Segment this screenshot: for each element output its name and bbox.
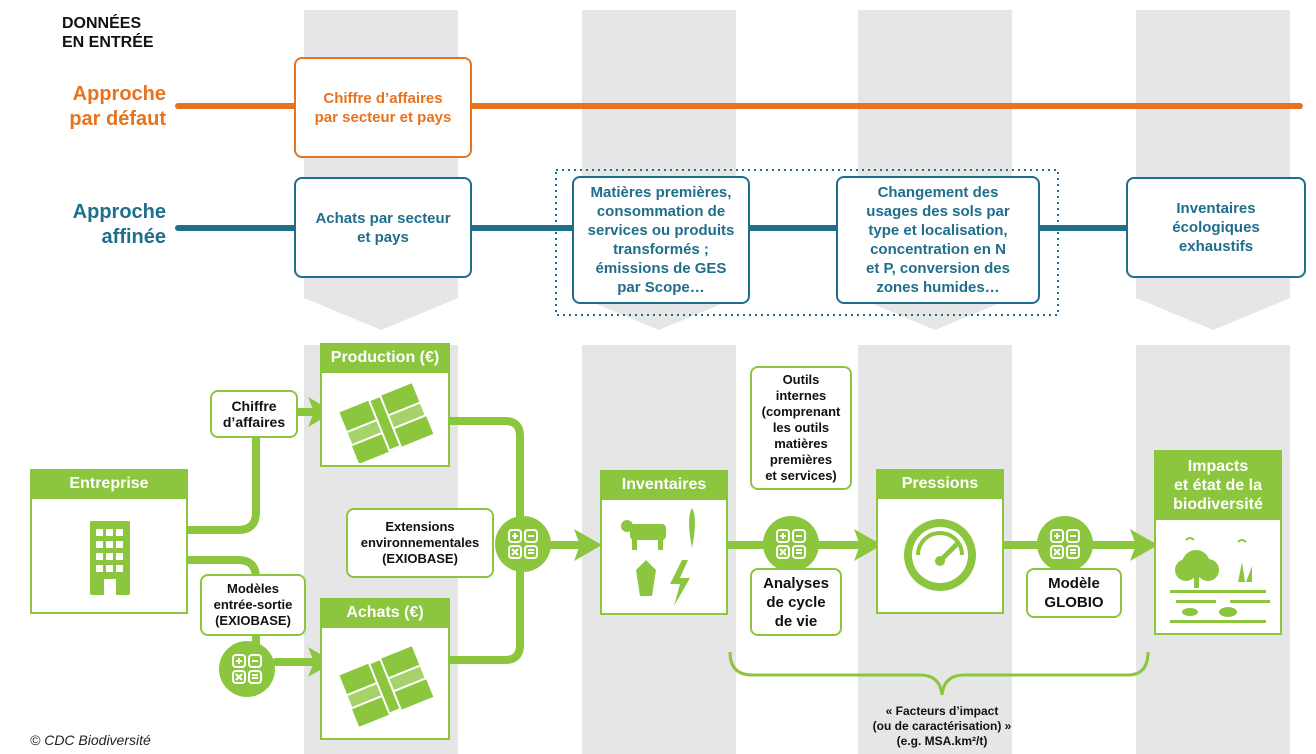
- calculator-icon: [763, 516, 819, 572]
- copyright: © CDC Biodiversité: [30, 732, 151, 748]
- default-revenue-box: Chiffre d’affaires par secteur et pays: [294, 57, 472, 158]
- lca-box: Analyses de cycle de vie: [750, 568, 842, 636]
- environmental-extensions-box: Extensions environnementales (EXIOBASE): [346, 508, 494, 578]
- impact-factors-label: « Facteurs d’impact (ou de caractérisati…: [872, 704, 1012, 748]
- default-approach-label: Approche par défaut: [69, 83, 166, 130]
- building-icon: [90, 521, 130, 595]
- ecosystem-icon: [1170, 537, 1270, 623]
- calculator-icon: [1037, 516, 1093, 572]
- impacts-panel: [1154, 520, 1282, 635]
- entreprise-panel: [30, 499, 188, 614]
- internal-tools-box: Outils internes (comprenant les outils m…: [750, 366, 852, 490]
- calculator-icon: [219, 641, 275, 697]
- refined-approach-label: Approche affinée: [72, 201, 166, 248]
- pressures-header: Pressions: [876, 469, 1004, 499]
- inputs-header: DONNÉES EN ENTRÉE: [62, 15, 154, 51]
- refined-inventories-box: Inventaires écologiques exhaustifs: [1126, 177, 1306, 278]
- refined-land-use-box: Changement des usages des sols par type …: [836, 176, 1040, 304]
- resources-icon: [621, 508, 695, 606]
- purchases-header: Achats (€): [320, 598, 450, 628]
- pressures-panel: [876, 499, 1004, 614]
- refined-purchases-box: Achats par secteur et pays: [294, 177, 472, 278]
- production-header: Production (€): [320, 343, 450, 373]
- gauge-icon: [904, 519, 976, 591]
- production-panel: [320, 373, 450, 467]
- io-models-box: Modèles entrée-sortie (EXIOBASE): [200, 574, 306, 636]
- calculator-icon: [495, 516, 551, 572]
- refined-raw-materials-box: Matières premières, consommation de serv…: [572, 176, 750, 304]
- entreprise-header: Entreprise: [30, 469, 188, 499]
- purchases-panel: [320, 628, 450, 740]
- money-stack-icon: [336, 380, 434, 464]
- globio-model-box: Modèle GLOBIO: [1026, 568, 1122, 618]
- impacts-header: Impacts et état de la biodiversité: [1154, 450, 1282, 520]
- inventories-panel: [600, 500, 728, 615]
- money-stack-icon: [336, 643, 434, 727]
- revenue-label-box: Chiffre d’affaires: [210, 390, 298, 438]
- inventories-header: Inventaires: [600, 470, 728, 500]
